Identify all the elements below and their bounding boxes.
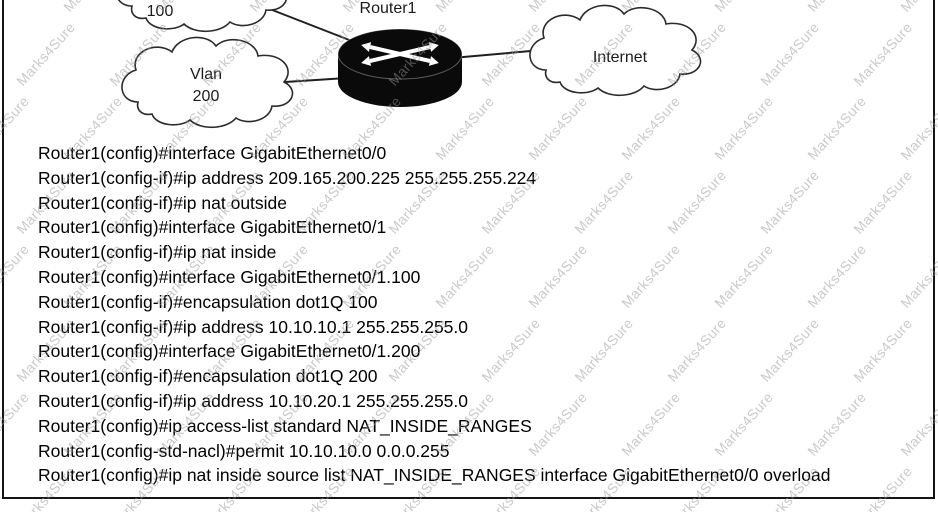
- watermark-text: Marks4Sure: [0, 389, 33, 459]
- watermark-text: Marks4Sure: [0, 241, 33, 311]
- watermark-text: Marks4Sure: [850, 315, 916, 385]
- router-arrows-icon: [361, 42, 439, 66]
- config-line: Router1(config)#ip access-list standard …: [38, 415, 532, 436]
- watermark-text: Marks4Sure: [897, 389, 938, 459]
- config-line: Router1(config-if)#ip address 10.10.10.1…: [38, 316, 469, 337]
- config-line: Router1(config-std-nacl)#permit 10.10.10…: [38, 440, 450, 461]
- network-topology-diagram: 100 Vlan 200 Internet Router1: [0, 0, 938, 145]
- cloud-vlan200-label-line1: Vlan: [190, 66, 222, 83]
- config-line: Router1(config)#interface GigabitEtherne…: [38, 341, 421, 362]
- config-line: Router1(config)#ip nat inside source lis…: [38, 465, 831, 486]
- config-line: Router1(config-if)#encapsulation dot1Q 2…: [38, 366, 378, 387]
- cloud-internet-label: Internet: [593, 49, 648, 66]
- config-line: Router1(config-if)#ip nat inside: [38, 242, 277, 263]
- watermark-text: Marks4Sure: [897, 241, 938, 311]
- cloud-vlan100-label: 100: [147, 3, 174, 20]
- router-label: Router1: [360, 0, 417, 17]
- config-line: Router1(config-if)#ip address 209.165.20…: [38, 167, 537, 188]
- config-line: Router1(config-if)#ip nat outside: [38, 192, 288, 213]
- cloud-vlan100: [115, 0, 288, 33]
- config-line: Router1(config-if)#encapsulation dot1Q 1…: [38, 291, 378, 312]
- config-line: Router1(config)#interface GigabitEtherne…: [38, 217, 387, 238]
- watermark-text: Marks4Sure: [850, 463, 916, 512]
- router-icon: [337, 28, 463, 107]
- cloud-vlan200-label-line2: 200: [193, 88, 220, 105]
- config-line: Router1(config)#interface GigabitEtherne…: [38, 266, 421, 287]
- config-line: Router1(config-if)#ip address 10.10.20.1…: [38, 390, 469, 411]
- topology-svg: 100 Vlan 200 Internet Router1: [115, 0, 702, 129]
- config-line: Router1(config)#interface GigabitEtherne…: [38, 143, 387, 163]
- config-terminal: Router1(config)#interface GigabitEtherne…: [38, 141, 830, 488]
- watermark-text: Marks4Sure: [850, 167, 916, 237]
